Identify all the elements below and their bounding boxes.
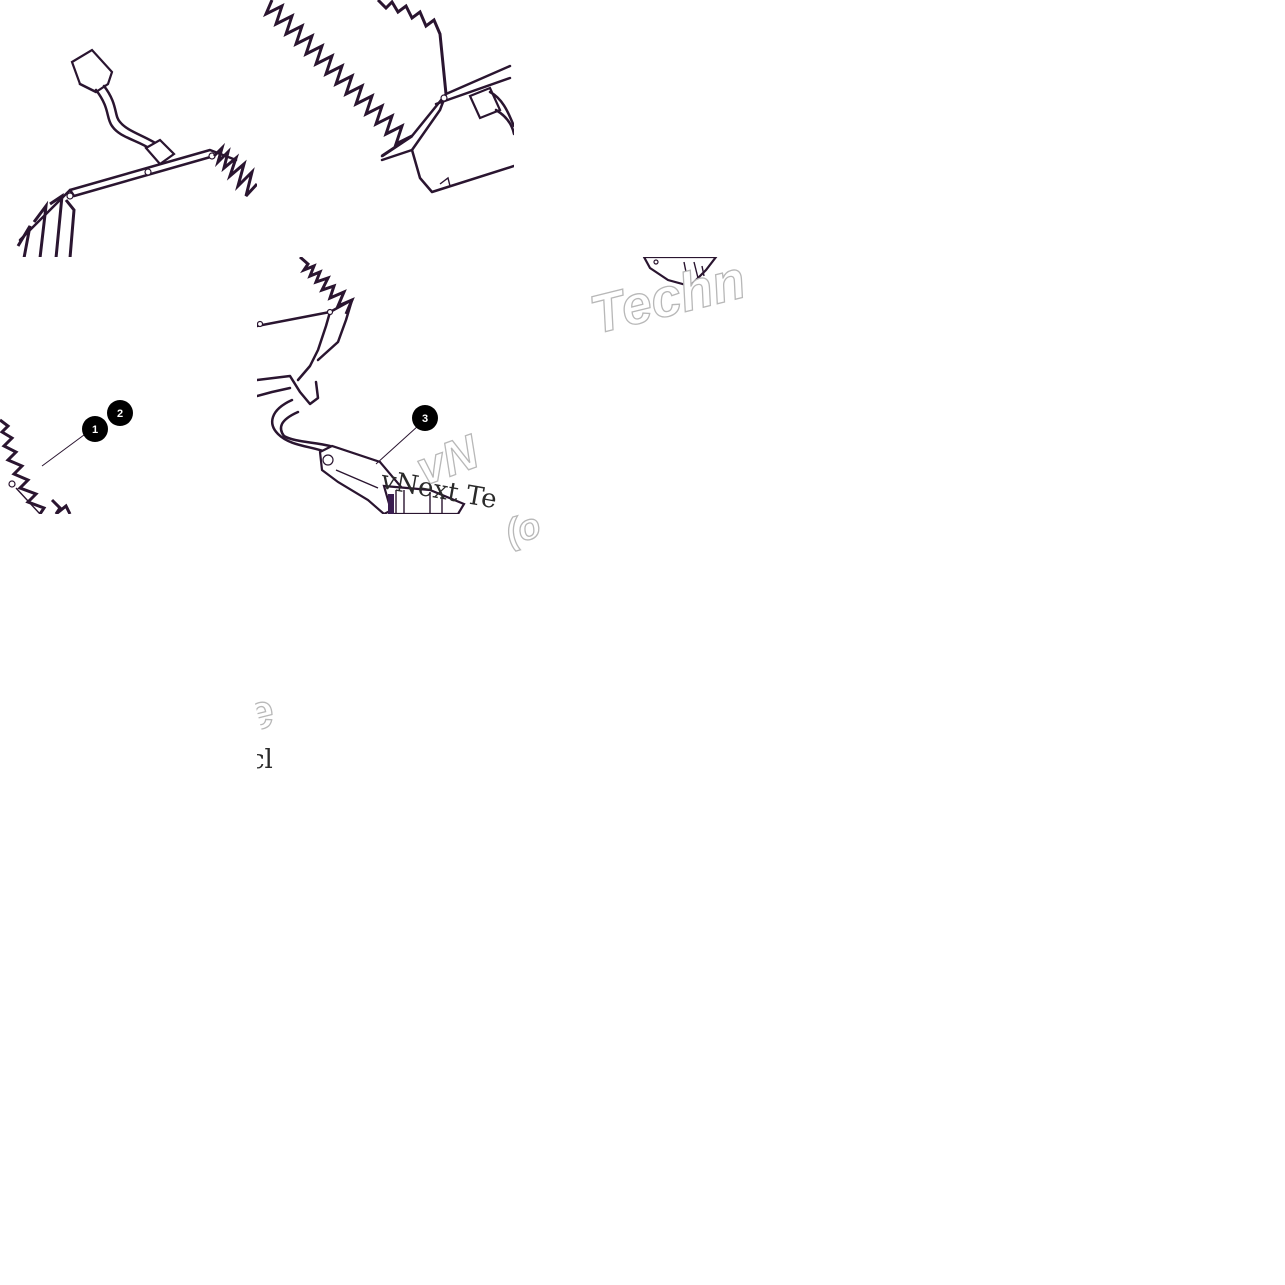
svg-text:1: 1 (92, 424, 98, 436)
heatsink-fins (263, 0, 413, 158)
svg-text:cl: cl (250, 745, 273, 775)
charger-top-right-tile (263, 0, 514, 194)
charger-mid-left-tile (0, 418, 89, 514)
svg-text:(o: (o (501, 504, 545, 553)
watermark-e: e (240, 683, 280, 742)
heatsink-fins (0, 418, 72, 514)
heatsink-fins (16, 192, 76, 257)
svg-text:2: 2 (117, 408, 123, 420)
svg-text:3: 3 (422, 413, 428, 425)
watermark-cl: cl (250, 745, 273, 775)
heatsink-fins (299, 257, 355, 315)
callout-1: 1 (82, 416, 108, 442)
connector-fragment-tile (642, 257, 718, 288)
charger-top-left-tile (16, 48, 257, 257)
svg-text:e: e (240, 684, 279, 742)
cable-gland (468, 86, 502, 120)
charger-mid-centre-tile (257, 257, 466, 514)
callout-2: 2 (107, 400, 133, 426)
callout-3: 3 (412, 405, 438, 431)
plug-icon (70, 48, 114, 94)
watermark-o: (o (500, 503, 545, 553)
